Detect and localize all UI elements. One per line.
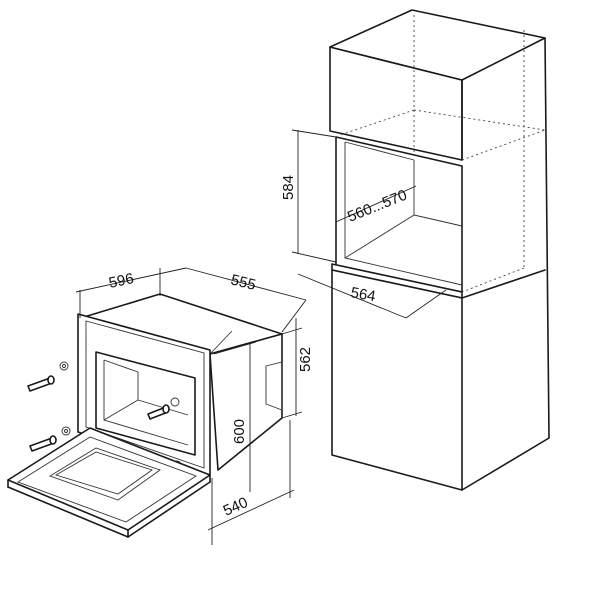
screw-hole-icon xyxy=(170,397,180,407)
dimension-lines xyxy=(75,129,447,545)
screw-hole-icon xyxy=(59,361,69,371)
oven-cavity xyxy=(95,351,196,456)
tall-cabinet xyxy=(329,9,550,491)
dim-label-oven-depth: 555 xyxy=(229,271,257,294)
screw-icon xyxy=(29,435,57,452)
oven xyxy=(7,293,283,538)
cabinet-lower-front xyxy=(331,269,463,491)
dim-label-niche-height: 584 xyxy=(280,175,297,200)
dim-label-niche-depth: 564 xyxy=(349,284,377,305)
door-glass xyxy=(48,447,161,501)
dim-label-front-depth: 540 xyxy=(221,494,251,520)
cabinet-right-side xyxy=(461,37,550,491)
dim-label-front-height: 600 xyxy=(231,419,248,444)
screw-icon xyxy=(147,404,170,420)
dim-label-oven-height: 562 xyxy=(297,347,314,372)
dim-label-oven-width: 596 xyxy=(107,270,135,292)
oven-side xyxy=(209,333,283,471)
screw-icon xyxy=(27,375,55,392)
screw-hole-icon xyxy=(61,426,71,436)
